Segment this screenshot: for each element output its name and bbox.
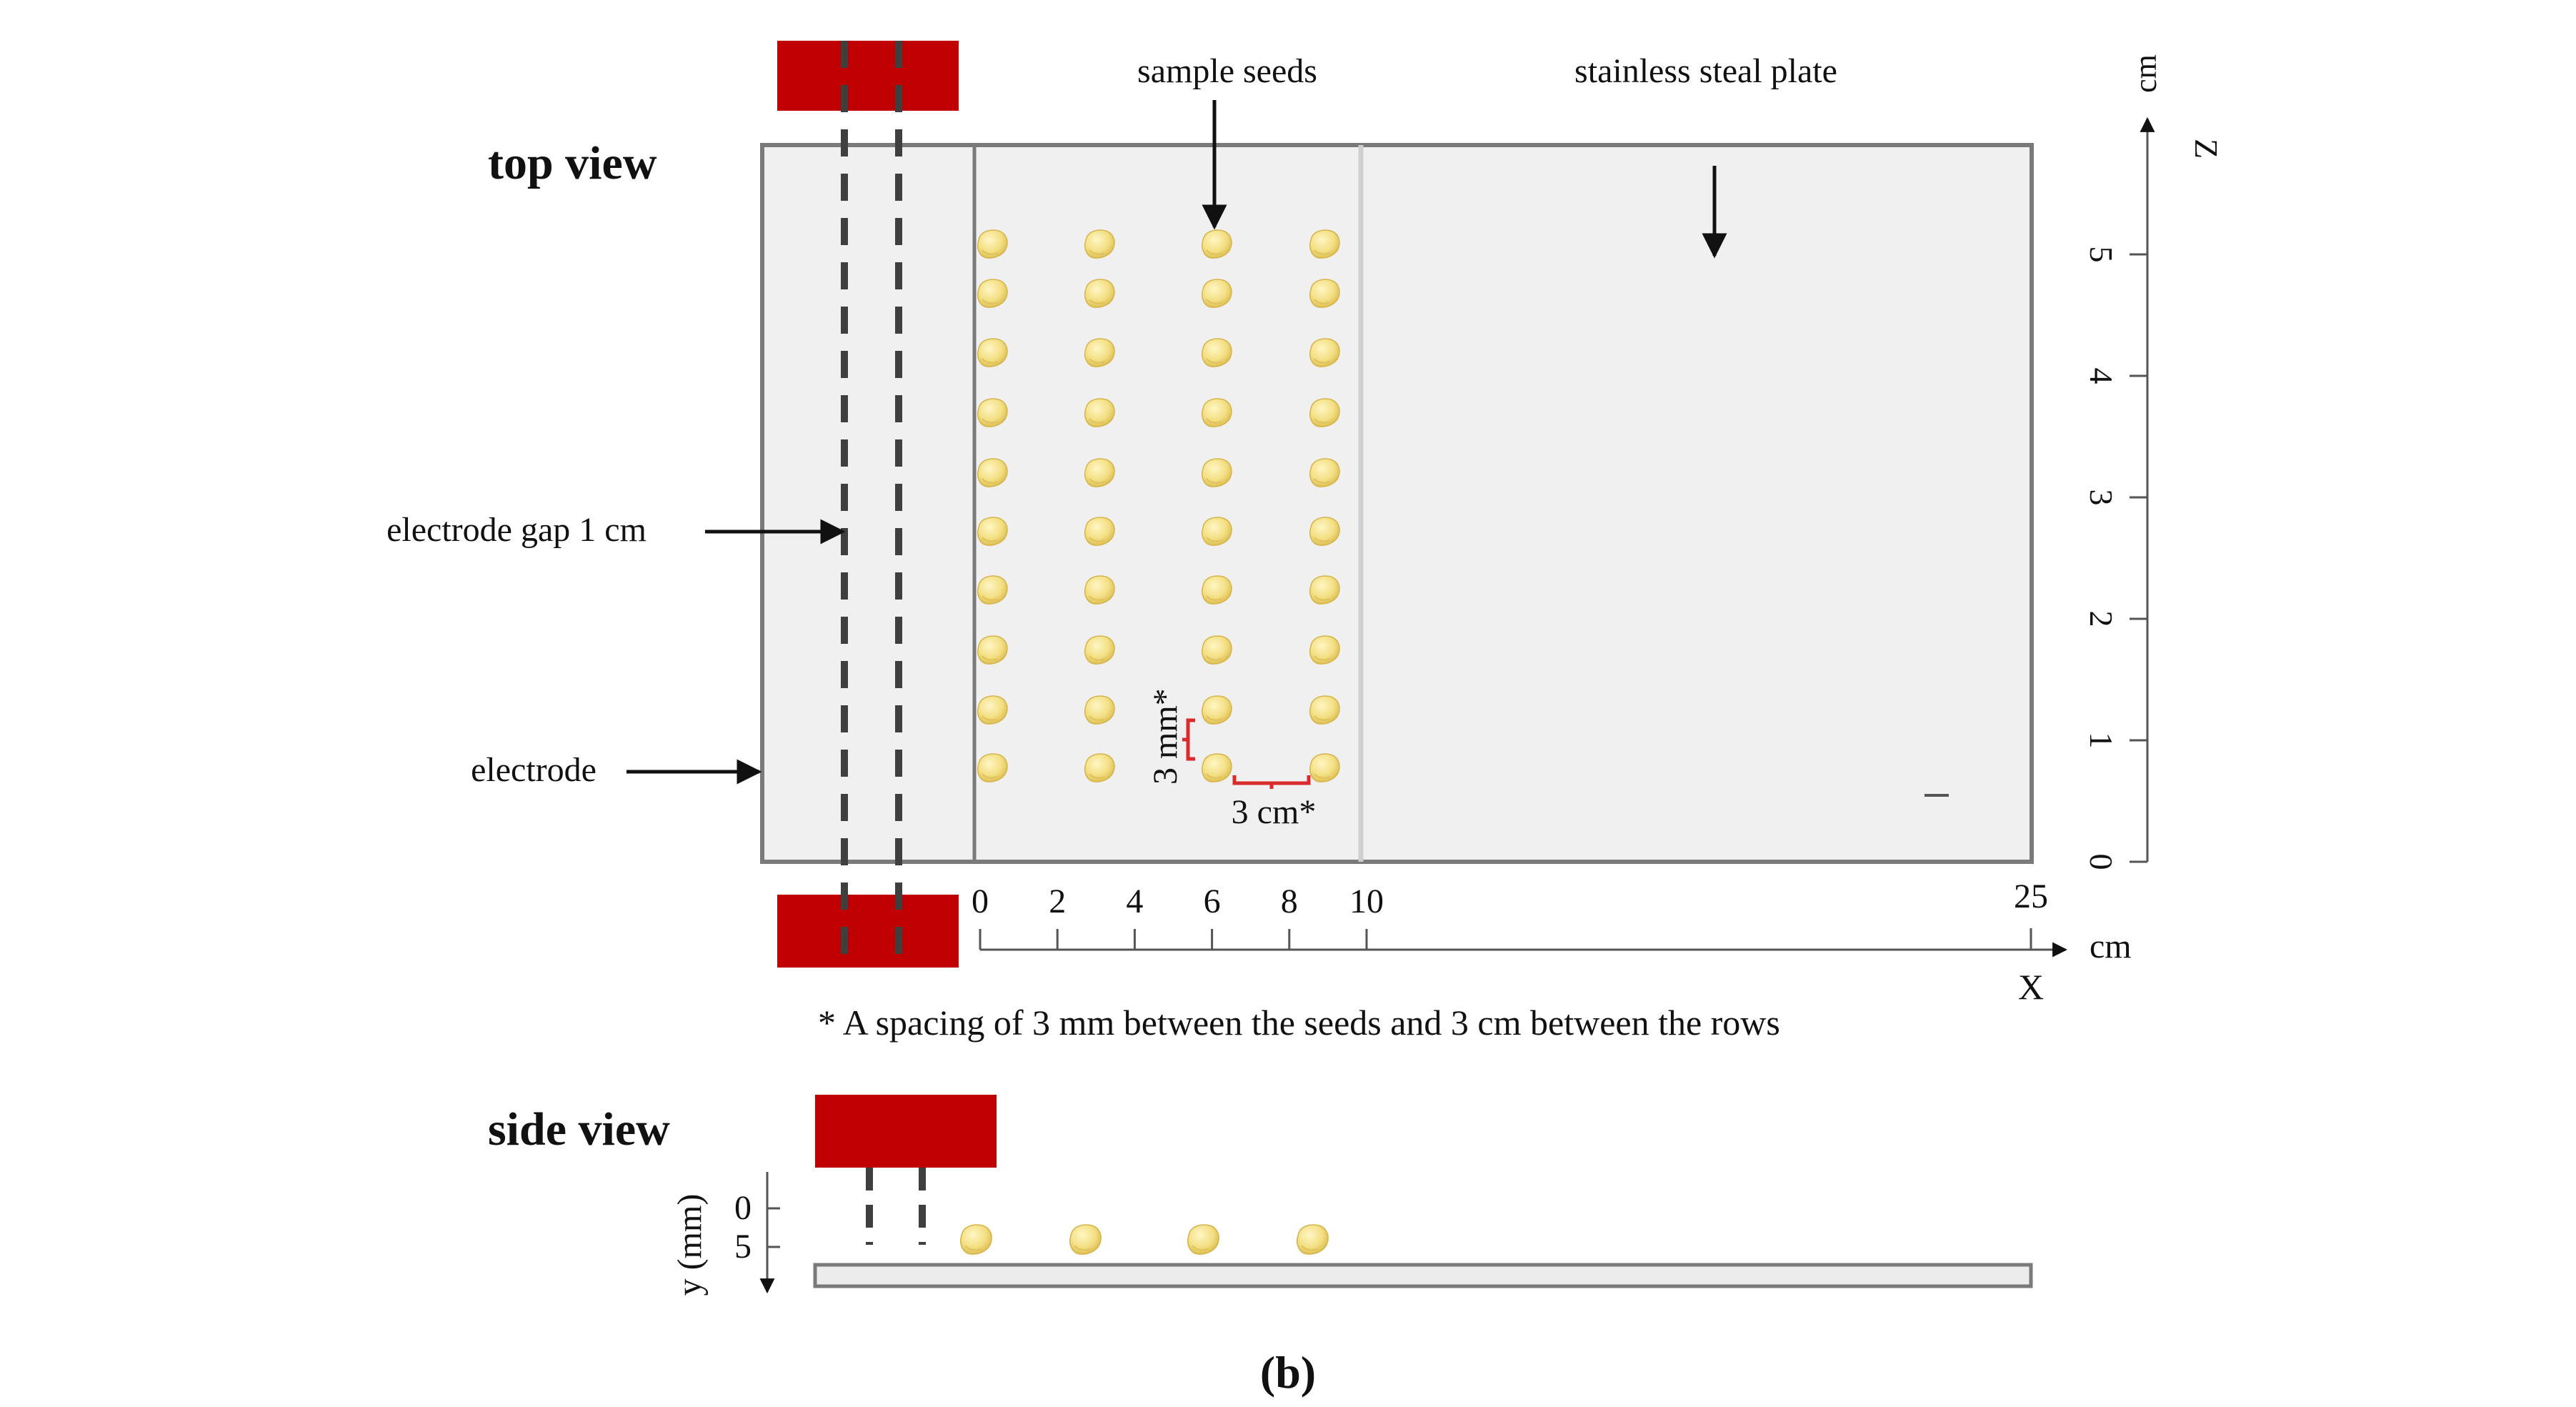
- z-axis-tick-label-4: 4: [2083, 368, 2120, 384]
- seed-r1-7: [977, 575, 1008, 605]
- x-axis-tick-label-4: 4: [1126, 883, 1143, 920]
- row-spacing-bracket: [1232, 775, 1311, 789]
- seed-r1-2: [977, 279, 1008, 308]
- seed-r2-8: [1084, 635, 1115, 665]
- side-seed-3: [1187, 1224, 1219, 1255]
- top-plate: [760, 143, 2034, 864]
- seed-r2-4: [1084, 398, 1115, 427]
- seed-spacing-label: 3 mm*: [1147, 688, 1184, 785]
- z-axis-name: Z: [2188, 139, 2225, 159]
- x-axis-tick-label-2: 2: [1049, 883, 1066, 920]
- z-axis-tick-label-5: 5: [2083, 247, 2120, 263]
- seed-r1-6: [977, 517, 1008, 546]
- seed-r1-4: [977, 398, 1008, 427]
- side-seed-4: [1297, 1224, 1329, 1255]
- side-seed-2: [1069, 1224, 1102, 1255]
- z-axis-tick-label-0: 0: [2083, 854, 2120, 870]
- z-axis-tick-label-3: 3: [2083, 489, 2120, 506]
- electrode-side: [815, 1095, 997, 1168]
- y-axis-tick-label-5: 5: [734, 1228, 752, 1266]
- z-axis-tick-label-2: 2: [2083, 611, 2120, 627]
- seed-r4-1: [1309, 229, 1340, 259]
- top-view-title: top view: [488, 137, 657, 189]
- seed-r4-6: [1309, 517, 1340, 546]
- seed-r3-5: [1202, 458, 1232, 487]
- x-axis-tick-label-10: 10: [1349, 883, 1384, 920]
- x-axis-end-tick-label: 25: [2014, 877, 2048, 915]
- seed-r1-1: [977, 229, 1008, 259]
- seed-r4-3: [1309, 338, 1340, 367]
- seed-r2-2: [1084, 279, 1115, 308]
- seed-r2-3: [1084, 338, 1115, 367]
- seed-r3-3: [1202, 338, 1232, 367]
- seed-r2-7: [1084, 575, 1115, 605]
- x-axis-tick-label-8: 8: [1281, 883, 1298, 920]
- seed-r2-5: [1084, 458, 1115, 487]
- x-axis-tick-label-6: 6: [1204, 883, 1221, 920]
- side-view-seeds: [960, 1224, 1329, 1255]
- sample-seeds-label: sample seeds: [1137, 52, 1317, 90]
- seed-r4-2: [1309, 279, 1340, 308]
- panel-label: (b): [1260, 1347, 1316, 1398]
- seed-r3-1: [1202, 229, 1232, 259]
- seed-spacing-bracket: [1182, 718, 1195, 761]
- z-axis-ticks: 0 1 2 3 4 5: [2083, 247, 2147, 870]
- seed-r4-7: [1309, 575, 1340, 605]
- seed-r3-2: [1202, 279, 1232, 308]
- seed-r2-6: [1084, 517, 1115, 546]
- seed-r1-9: [977, 695, 1008, 725]
- side-seed-1: [960, 1224, 992, 1255]
- seed-r4-5: [1309, 458, 1340, 487]
- electrode-top-lower: [777, 895, 959, 968]
- seed-r2-1: [1084, 229, 1115, 259]
- seed-r1-8: [977, 635, 1008, 665]
- x-axis-tick-label-0: 0: [972, 883, 989, 920]
- seed-r3-4: [1202, 398, 1232, 427]
- electrode-gap-label: electrode gap 1 cm: [386, 511, 647, 549]
- side-plate: [813, 1263, 2033, 1288]
- seed-r2-9: [1084, 695, 1115, 725]
- x-axis-ticks: 0 2 4 6 8 10: [972, 883, 1384, 950]
- seed-r3-10: [1202, 753, 1232, 782]
- seed-r4-4: [1309, 398, 1340, 427]
- row-spacing-label: 3 cm*: [1232, 793, 1317, 831]
- seed-r1-5: [977, 458, 1008, 487]
- x-axis-name: X: [2018, 967, 2044, 1007]
- electrode-top-upper: [777, 41, 959, 111]
- seed-r3-6: [1202, 517, 1232, 546]
- seed-r1-3: [977, 338, 1008, 367]
- seed-r1-10: [977, 753, 1008, 782]
- z-axis-tick-label-1: 1: [2083, 732, 2120, 749]
- seed-r4-8: [1309, 635, 1340, 665]
- seed-r3-7: [1202, 575, 1232, 605]
- y-axis-label: y (mm): [671, 1194, 709, 1296]
- y-axis-tick-label-0: 0: [734, 1189, 752, 1227]
- seed-r4-9: [1309, 695, 1340, 725]
- z-axis-unit: cm: [2128, 54, 2163, 93]
- seed-r2-10: [1084, 753, 1115, 782]
- x-axis-unit: cm: [2090, 928, 2132, 965]
- seed-r4-10: [1309, 753, 1340, 782]
- seed-r3-9: [1202, 695, 1232, 725]
- side-view-title: side view: [488, 1103, 670, 1155]
- plate-label: stainless steal plate: [1574, 52, 1837, 90]
- electrode-label: electrode: [471, 751, 596, 789]
- seed-r3-8: [1202, 635, 1232, 665]
- top-view-seeds: [977, 229, 1340, 782]
- footnote: * A spacing of 3 mm between the seeds an…: [818, 1003, 1780, 1043]
